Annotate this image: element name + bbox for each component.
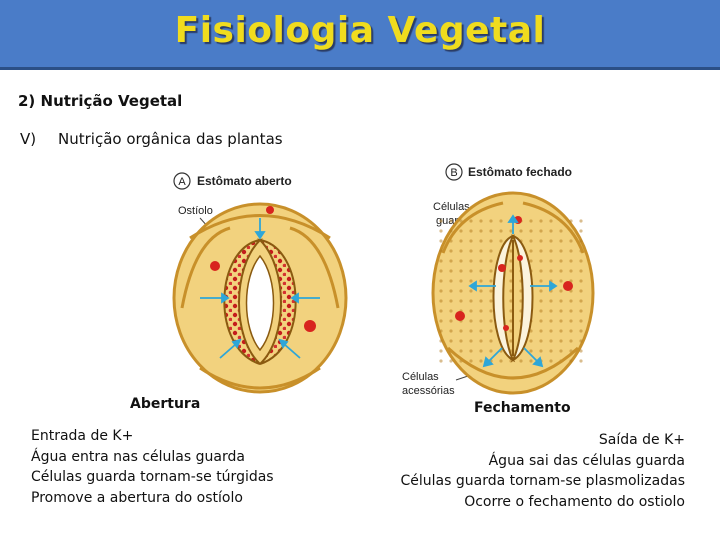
opening-description: Entrada de K+ Água entra nas células gua… <box>31 426 274 508</box>
closing-line-4: Ocorre o fechamento do ostiolo <box>464 493 685 510</box>
title-banner: Fisiologia Vegetal <box>0 0 720 70</box>
label-guard-1: Células- <box>433 201 474 213</box>
opening-line-1: Entrada de K+ <box>31 428 134 444</box>
ostiole-pore <box>245 254 275 352</box>
subsection-number: V) <box>20 130 37 148</box>
water-arrows-a <box>200 218 320 359</box>
label-ostiolo: Ostíolo <box>178 205 213 217</box>
open-stoma-diagram: A Estômato aberto Ostíolo <box>172 172 348 394</box>
label-a-title: Estômato aberto <box>197 174 292 188</box>
subsection-title: Nutrição orgânica das plantas <box>58 130 283 148</box>
caption-closing: Fechamento <box>474 400 571 416</box>
water-arrows-b <box>468 214 558 368</box>
page-title: Fisiologia Vegetal <box>174 10 546 51</box>
label-acc-2: acessórias <box>402 385 455 397</box>
opening-line-2: Água entra nas células guarda <box>31 448 245 465</box>
label-a-letter: A <box>178 176 186 188</box>
label-b-circle <box>445 163 463 181</box>
opening-line-4: Promove a abertura do ostíolo <box>31 489 243 506</box>
guard-cell-right-b <box>510 234 534 363</box>
label-acc-1: Células <box>402 371 439 383</box>
closing-line-2: Água sai das células guarda <box>488 452 685 469</box>
label-a-circle <box>173 172 191 190</box>
label-b-letter: B <box>450 167 457 179</box>
closing-description: Saída de K+ Água sai das células guarda … <box>400 430 685 512</box>
opening-line-3: Células guarda tornam-se túrgidas <box>31 469 274 485</box>
guard-cell-right <box>257 238 297 365</box>
closing-line-1: Saída de K+ <box>598 432 685 448</box>
label-b-title: Estômato fechado <box>468 165 572 179</box>
section-title: 2) Nutrição Vegetal <box>18 92 183 110</box>
closing-line-3: Células guarda tornam-se plasmolizadas <box>400 473 685 489</box>
caption-opening: Abertura <box>130 396 201 412</box>
closed-stoma-diagram: B Estômato fechado Células- guarda Célul… <box>402 163 595 397</box>
